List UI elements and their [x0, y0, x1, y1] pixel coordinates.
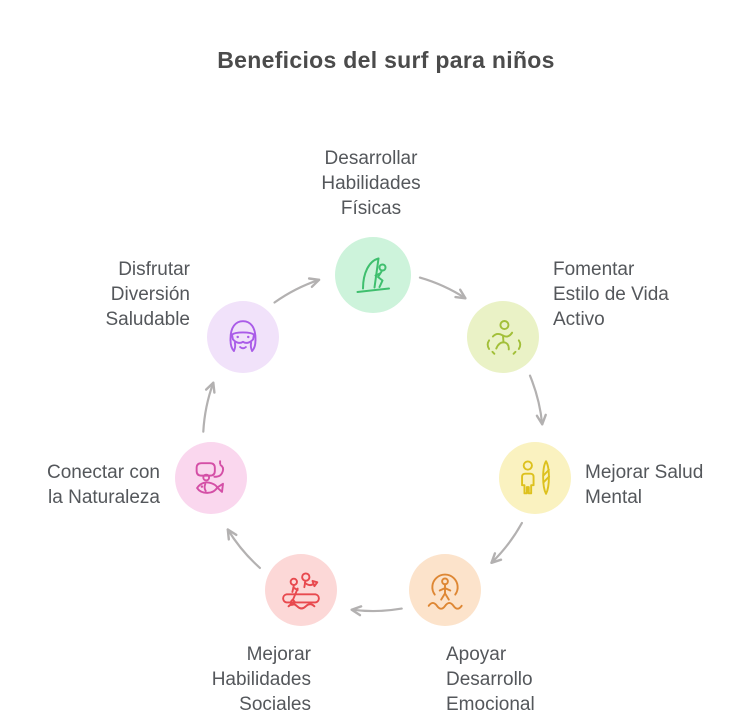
flow-arrowhead [307, 277, 321, 288]
runner-icon [486, 320, 522, 355]
windsurf-icon [356, 257, 390, 293]
diagram-title: Beneficios del surf para niños [217, 47, 555, 73]
node-circle-desarrollo-emocional [409, 554, 481, 626]
flow-arrow [202, 381, 215, 433]
raft-icon [282, 572, 320, 610]
node-label-diversion-saludable: Disfrutar Diversión Saludable [105, 259, 190, 330]
node-label-salud-mental: Mejorar Salud Mental [585, 462, 704, 508]
flow-arrowhead [226, 528, 238, 541]
flow-arrow [226, 528, 261, 569]
flow-arrow [273, 278, 321, 304]
flow-arrow [528, 374, 544, 426]
flow-arrowhead [535, 413, 547, 426]
flow-arrowhead [350, 605, 363, 617]
flow-arrow [490, 521, 523, 564]
person-waves-icon [427, 573, 463, 610]
node-circle-habilidades-sociales [265, 554, 337, 626]
node-circle-salud-mental [499, 442, 571, 514]
node-label-naturaleza: Conectar con la Naturaleza [46, 462, 160, 508]
flow-arrowhead [454, 288, 467, 300]
node-circle-habilidades-fisicas [335, 237, 411, 313]
node-circle-vida-activa [467, 301, 539, 373]
flow-arrow [418, 276, 467, 300]
node-label-habilidades-sociales: Mejorar Habilidades Sociales [211, 644, 311, 715]
snorkel-fish-icon [195, 460, 225, 494]
node-circle-diversion-saludable [207, 301, 279, 373]
surfboard-person-icon [521, 460, 551, 495]
node-circle-naturaleza [175, 442, 247, 514]
flow-arrowhead [204, 381, 216, 394]
flow-arrowhead [490, 552, 503, 564]
node-label-habilidades-fisicas: Desarrollar Habilidades Físicas [321, 148, 421, 219]
goggles-face-icon [229, 320, 257, 352]
node-label-vida-activa: Fomentar Estilo de Vida Activo [553, 259, 669, 330]
flow-arrow [350, 607, 403, 613]
node-label-desarrollo-emocional: Apoyar Desarrollo Emocional [446, 644, 535, 715]
